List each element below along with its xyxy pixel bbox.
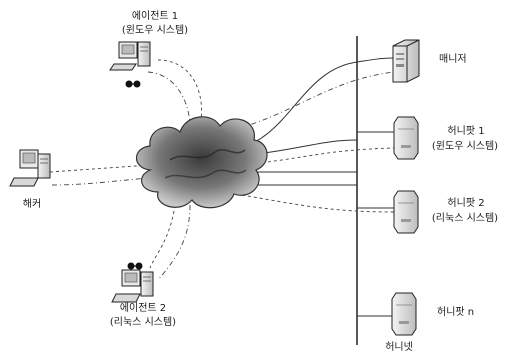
hacker-workstation-icon [9,149,51,187]
honeypot2-server-icon [393,190,419,234]
manager-server-icon [392,39,420,83]
internet-cloud-icon [135,116,268,209]
honeypotn-label: 허니팟 n [437,307,475,318]
honeypotn-server-icon [391,292,417,336]
honeypot2-os-label: (리눅스 시스템) [431,213,499,224]
agent1-workstation-icon [109,41,151,88]
honeypot1-name-label: 허니팟 1 [447,126,485,137]
agent1-os-label: (윈도우 시스템) [121,25,189,36]
agent2-workstation-icon [111,262,154,303]
honeypot1-os-label: (윈도우 시스템) [431,141,499,152]
agent2-os-label: (리눅스 시스템) [109,317,177,328]
agent1-name-label: 에이전트 1 [131,11,179,22]
server-taps [356,57,396,317]
manager-label: 매니저 [439,54,467,65]
hacker-label: 해커 [22,199,42,210]
honeypot1-server-icon [393,116,419,160]
honeypot2-name-label: 허니팟 2 [447,198,485,209]
honeynet-label: 허니넷 [385,342,413,353]
agent2-name-label: 에이전트 2 [119,303,167,314]
